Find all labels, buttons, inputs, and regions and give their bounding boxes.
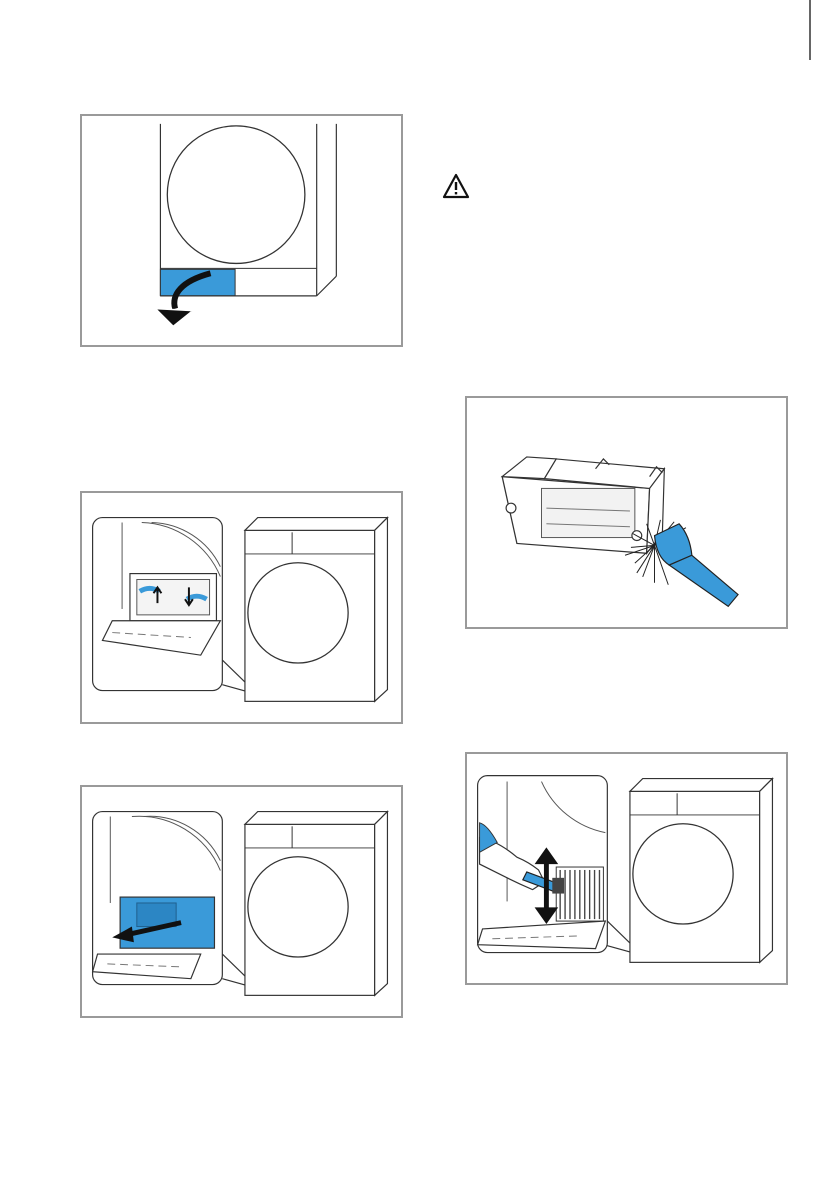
figure-clean-heat-exchanger (465, 396, 788, 629)
figure-pull-out-heat-exchanger (80, 785, 403, 1018)
figure-clean-seal-area (465, 752, 788, 985)
figure-open-maintenance-flap (80, 114, 403, 347)
figure-unlock-heat-exchanger (80, 491, 403, 724)
warning-triangle-icon (442, 173, 470, 199)
dryer-front-illustration (82, 116, 401, 345)
